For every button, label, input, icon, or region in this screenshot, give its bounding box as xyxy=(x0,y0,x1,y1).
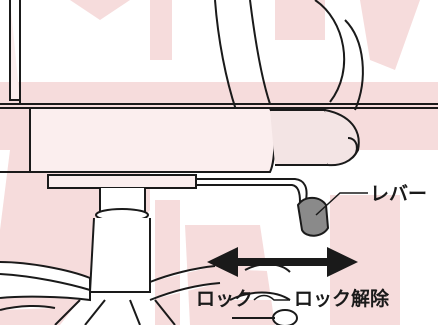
unlock-label: ロック解除 xyxy=(294,287,390,310)
gas-cylinder xyxy=(88,188,151,293)
lock-label: ロック xyxy=(196,288,253,310)
lever-label: レバー xyxy=(370,183,427,205)
label-connector xyxy=(253,294,290,301)
double-arrow-icon xyxy=(207,247,358,277)
lever-callout xyxy=(315,192,368,216)
bottom-labels: ロック ロック解除 xyxy=(196,287,390,310)
lever xyxy=(196,178,330,237)
seat-base xyxy=(0,107,360,173)
mounting-plate xyxy=(47,174,197,189)
star-base xyxy=(0,261,221,325)
